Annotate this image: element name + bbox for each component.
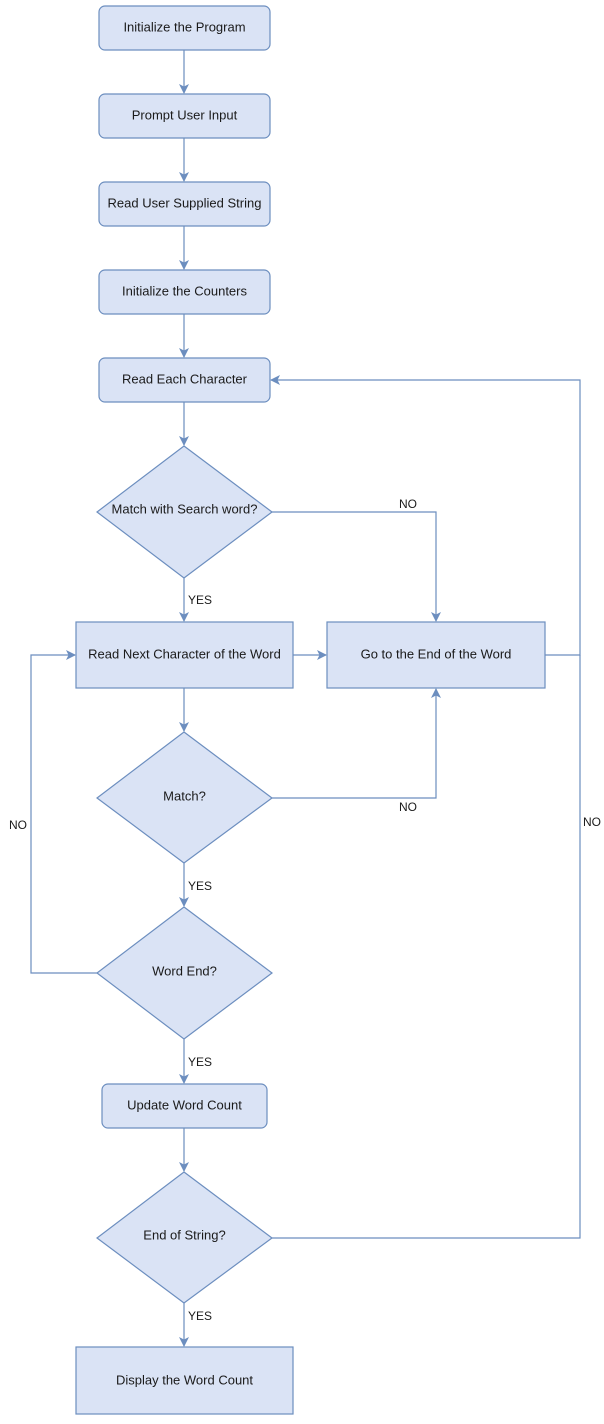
edges — [30, 50, 581, 1347]
node-goto-word-end: Go to the End of the Word — [326, 621, 546, 689]
node-read-string-label: Read User Supplied String — [108, 195, 262, 210]
decision-end-of-string: End of String? — [96, 1171, 274, 1304]
node-prompt-input-label: Prompt User Input — [132, 107, 238, 122]
edge-search-decision-no — [272, 511, 441, 622]
decision-match-label: Match? — [163, 788, 206, 803]
edge-label-search-yes: YES — [188, 593, 212, 607]
node-display-count-label: Display the Word Count — [116, 1372, 253, 1387]
node-read-string: Read User Supplied String — [98, 181, 271, 227]
node-read-each-char-label: Read Each Character — [122, 371, 248, 386]
edge-label-word-end-yes: YES — [188, 1055, 212, 1069]
decision-match-search-word-label: Match with Search word? — [112, 501, 258, 516]
node-init-program-label: Initialize the Program — [123, 19, 245, 34]
node-read-next-char-label: Read Next Character of the Word — [88, 646, 281, 661]
edge-label-match-yes: YES — [188, 879, 212, 893]
node-update-count: Update Word Count — [101, 1083, 268, 1129]
decision-word-end-label: Word End? — [152, 963, 217, 978]
node-read-next-char: Read Next Character of the Word — [75, 621, 294, 689]
decision-word-end: Word End? — [96, 906, 273, 1040]
node-init-counters: Initialize the Counters — [98, 269, 271, 315]
edge-label-match-no: NO — [399, 800, 417, 814]
decision-match-search-word: Match with Search word? — [96, 445, 273, 579]
edge-word-end-no — [30, 650, 97, 974]
edge-label-end-string-yes: YES — [188, 1309, 212, 1323]
edge-end-string-no — [272, 655, 581, 1239]
edge-label-end-string-no: NO — [583, 815, 601, 829]
node-goto-word-end-label: Go to the End of the Word — [361, 646, 512, 661]
node-read-each-char: Read Each Character — [98, 357, 271, 403]
edge-labels: NO YES NO YES NO YES NO YES — [9, 497, 601, 1323]
edge-goto-end-to-read-each — [270, 375, 581, 656]
edge-match-decision-no — [272, 688, 441, 799]
node-display-count: Display the Word Count — [75, 1346, 294, 1415]
node-init-program: Initialize the Program — [98, 5, 271, 51]
node-prompt-input: Prompt User Input — [98, 93, 271, 139]
decision-match: Match? — [96, 731, 274, 864]
decision-end-of-string-label: End of String? — [143, 1227, 225, 1242]
node-update-count-label: Update Word Count — [127, 1097, 242, 1112]
node-init-counters-label: Initialize the Counters — [122, 283, 248, 298]
edge-label-search-no: NO — [399, 497, 417, 511]
edge-label-word-end-no: NO — [9, 818, 27, 832]
